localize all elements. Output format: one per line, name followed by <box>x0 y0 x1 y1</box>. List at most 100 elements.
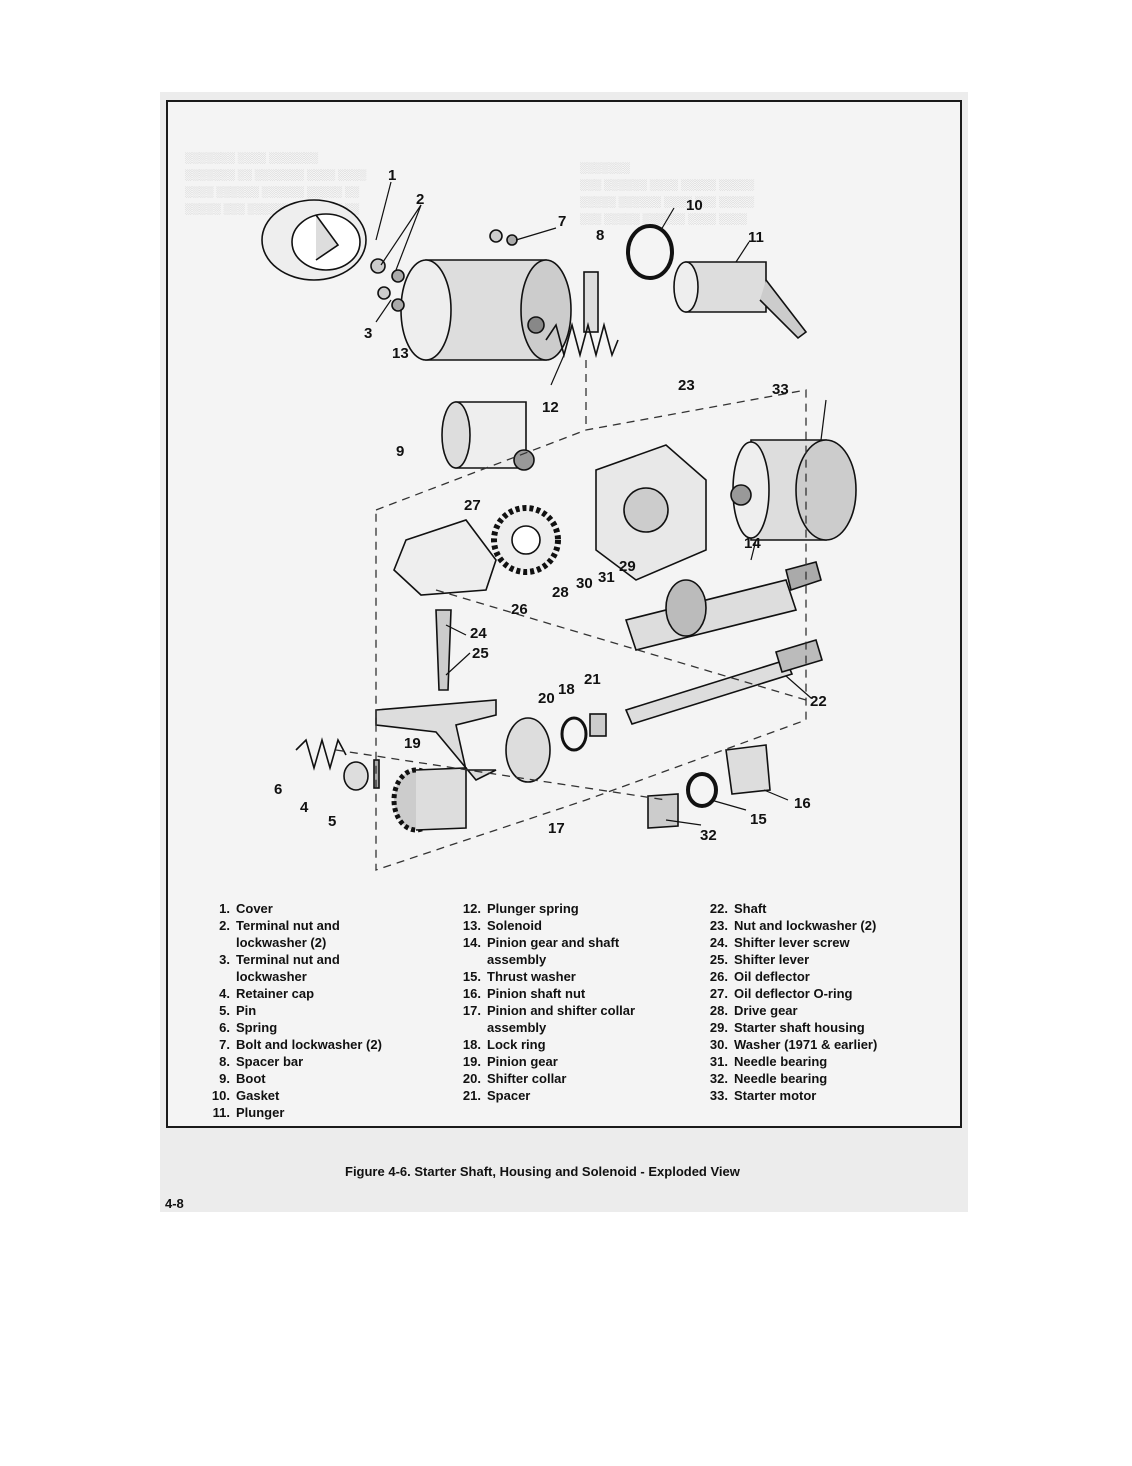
legend-text: Gasket <box>236 1088 280 1103</box>
callout-5: 5 <box>328 813 336 830</box>
callout-21: 21 <box>584 671 601 688</box>
callout-16: 16 <box>794 795 811 812</box>
legend-text: Thrust washer <box>487 969 576 984</box>
callout-27: 27 <box>464 497 481 514</box>
legend-text: Oil deflector <box>734 969 810 984</box>
legend-text: Pin <box>236 1003 257 1018</box>
pinion-gear-part <box>391 767 467 833</box>
legend-num: 15. <box>462 969 481 984</box>
legend-item: 2.Terminal nut and lockwasher (2) <box>204 917 446 951</box>
thrust-washer-part <box>686 772 718 808</box>
legend-num: 17. <box>462 1003 481 1018</box>
legend-num: 11. <box>212 1105 230 1120</box>
legend-item: 12. Plunger spring <box>455 900 697 917</box>
legend-item: 32.Needle bearing <box>702 1070 944 1087</box>
legend-item: 18.Lock ring <box>455 1036 697 1053</box>
legend-item: 9.Boot <box>204 1070 446 1087</box>
legend-num: 26. <box>709 969 728 984</box>
starter-shaft-housing-part <box>595 444 707 581</box>
legend-text: Oil deflector O-ring <box>734 986 853 1001</box>
legend-item: 27.Oil deflector O-ring <box>702 985 944 1002</box>
legend-text: Cover <box>236 901 273 916</box>
bleed-through-text-right: ░░░░░░░░░░ ░░░░░░ ░░░░ ░░░░░ ░░░░░░░░░░ … <box>580 163 755 225</box>
callout-14: 14 <box>744 535 761 552</box>
terminal-nuts <box>370 229 518 312</box>
legend-item: 4.Retainer cap <box>204 985 446 1002</box>
legend-num: 6. <box>219 1020 230 1035</box>
legend-item: 22. Shaft <box>702 900 944 917</box>
legend-num: 16. <box>462 986 481 1001</box>
legend-item: 33. Starter motor <box>702 1087 944 1104</box>
callout-29: 29 <box>619 558 636 575</box>
drive-gear-part <box>491 505 561 575</box>
assembly-guide-lines <box>335 360 807 871</box>
legend-text: Spacer <box>487 1088 531 1103</box>
legend-text: Terminal nut and lockwasher <box>236 952 340 984</box>
callout-22: 22 <box>810 693 827 710</box>
callout-8: 8 <box>596 227 604 244</box>
legend-item: 26. Oil deflector <box>702 968 944 985</box>
legend-item: 14.Pinion gear and shaft assembly <box>455 934 697 968</box>
legend-text: Starter motor <box>734 1088 817 1103</box>
pin-part <box>373 759 380 789</box>
callout-7: 7 <box>558 213 566 230</box>
legend-num: 21. <box>462 1088 481 1103</box>
legend-item: 17.Pinion and shifter collar assembly <box>455 1002 697 1036</box>
shifter-collar-part <box>505 717 551 783</box>
callout-3: 3 <box>364 325 372 342</box>
pinion-shaft-assembly-part <box>624 561 822 651</box>
legend-text: Shifter lever <box>734 952 810 967</box>
callout-31: 31 <box>598 569 615 586</box>
legend-item: 25.Shifter lever <box>702 951 944 968</box>
callout-28: 28 <box>552 584 569 601</box>
legend-num: 31. <box>709 1054 728 1069</box>
legend-num: 12. <box>462 901 481 916</box>
legend-num: 8. <box>219 1054 230 1069</box>
callout-10: 10 <box>686 197 703 214</box>
callout-12: 12 <box>542 399 559 416</box>
legend-num: 10. <box>211 1088 230 1103</box>
legend-text: Plunger spring <box>487 901 579 916</box>
legend-text: Shaft <box>734 901 767 916</box>
boot-part <box>441 401 535 471</box>
legend-item: 21. Spacer <box>455 1087 697 1104</box>
legend-num: 33. <box>709 1088 728 1103</box>
figure-caption: Figure 4-6. Starter Shaft, Housing and S… <box>345 1164 740 1179</box>
legend-num: 19. <box>462 1054 481 1069</box>
legend-text: Shifter collar <box>487 1071 567 1086</box>
legend-text: Retainer cap <box>236 986 315 1001</box>
solenoid-part <box>400 259 572 361</box>
legend-num: 18. <box>462 1037 481 1052</box>
legend-text: Plunger <box>236 1105 285 1120</box>
legend-item: 7.Bolt and lockwasher (2) <box>204 1036 446 1053</box>
legend-num: 30. <box>709 1037 728 1052</box>
callout-1: 1 <box>388 167 396 184</box>
callout-19: 19 <box>404 735 421 752</box>
legend-text: Needle bearing <box>734 1054 828 1069</box>
legend-text: Pinion shaft nut <box>487 986 586 1001</box>
legend-item: 3. Terminal nut and lockwasher <box>204 951 446 985</box>
retainer-cap-part <box>343 761 369 791</box>
legend-item: 1.Cover <box>204 900 446 917</box>
legend-item: 15. Thrust washer <box>455 968 697 985</box>
legend-item: 6. Spring <box>204 1019 446 1036</box>
legend-text: Washer (1971 & earlier) <box>734 1037 878 1052</box>
callout-32: 32 <box>700 827 717 844</box>
legend-item: 5.Pin <box>204 1002 446 1019</box>
legend-num: 22. <box>709 901 728 916</box>
shaft-part <box>624 639 823 725</box>
legend-item: 8.Spacer bar <box>204 1053 446 1070</box>
legend-num: 32. <box>709 1071 728 1086</box>
legend-text: Shifter lever screw <box>734 935 850 950</box>
legend-num: 3. <box>219 952 230 967</box>
callout-33: 33 <box>772 381 789 398</box>
callout-26: 26 <box>511 601 528 618</box>
callout-23: 23 <box>678 377 695 394</box>
page-number: 4-8 <box>165 1196 184 1211</box>
legend-text: Spring <box>236 1020 278 1035</box>
needle-bearing-part <box>647 793 679 829</box>
cover-part <box>261 199 367 281</box>
legend-text: Drive gear <box>734 1003 798 1018</box>
callout-20: 20 <box>538 690 555 707</box>
gasket-part <box>626 224 674 280</box>
